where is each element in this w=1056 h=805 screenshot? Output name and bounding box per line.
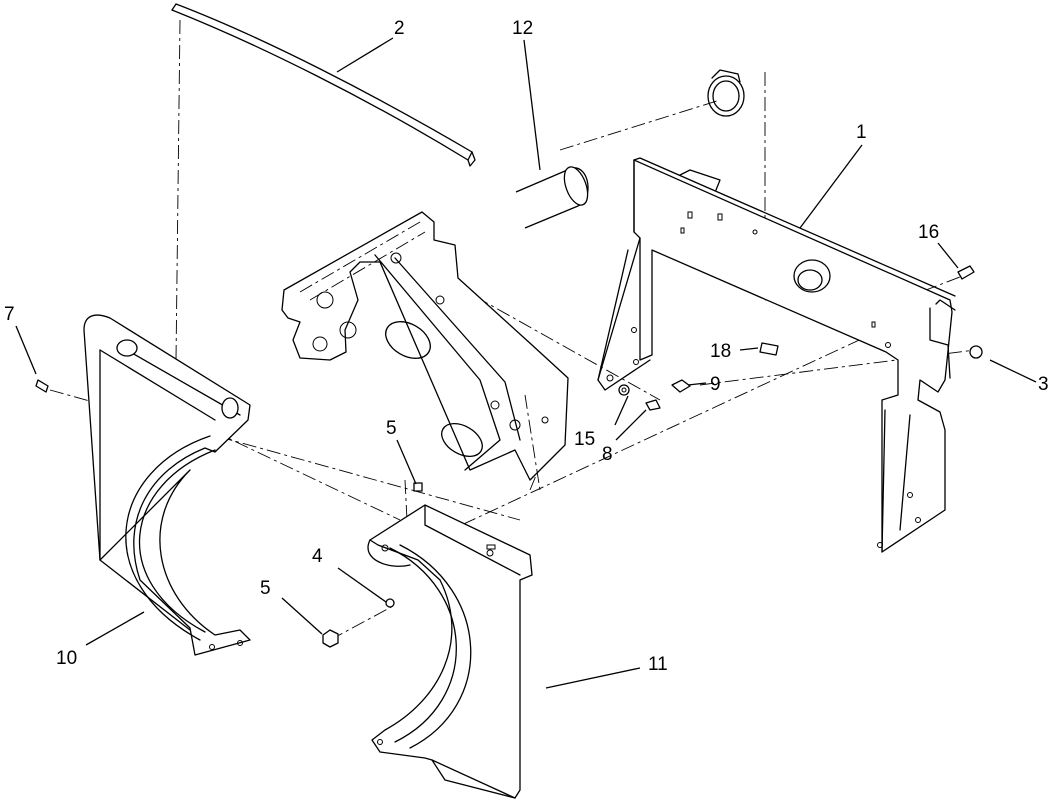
leader-lines — [15, 37, 1037, 689]
callout-5-upper: 5 — [386, 418, 397, 439]
callout-12: 12 — [512, 18, 533, 39]
callout-7: 7 — [4, 304, 15, 325]
callout-9: 9 — [710, 374, 721, 395]
part-12-tube — [515, 166, 589, 229]
callout-16: 16 — [918, 222, 939, 243]
callout-5-lower: 5 — [260, 578, 271, 599]
part-10-left-shroud — [83, 314, 251, 656]
callout-11: 11 — [648, 654, 668, 675]
callout-3: 3 — [1038, 374, 1049, 395]
hose-clamp — [707, 69, 745, 117]
callout-4: 4 — [312, 546, 323, 567]
hardware — [35, 265, 983, 648]
part-2-trim-strip — [171, 3, 476, 167]
callout-labels: 2 12 1 16 7 18 9 3 5 15 8 4 5 10 11 — [4, 18, 1049, 675]
callout-8: 8 — [602, 444, 613, 465]
callout-15: 15 — [574, 429, 595, 450]
callout-2: 2 — [394, 18, 405, 39]
part-11-right-shroud — [367, 504, 533, 799]
callout-1: 1 — [856, 122, 867, 143]
callout-10: 10 — [56, 648, 77, 669]
part-1-main-frame — [597, 157, 956, 553]
callout-18: 18 — [710, 341, 731, 362]
center-shroud-panel — [281, 211, 569, 491]
